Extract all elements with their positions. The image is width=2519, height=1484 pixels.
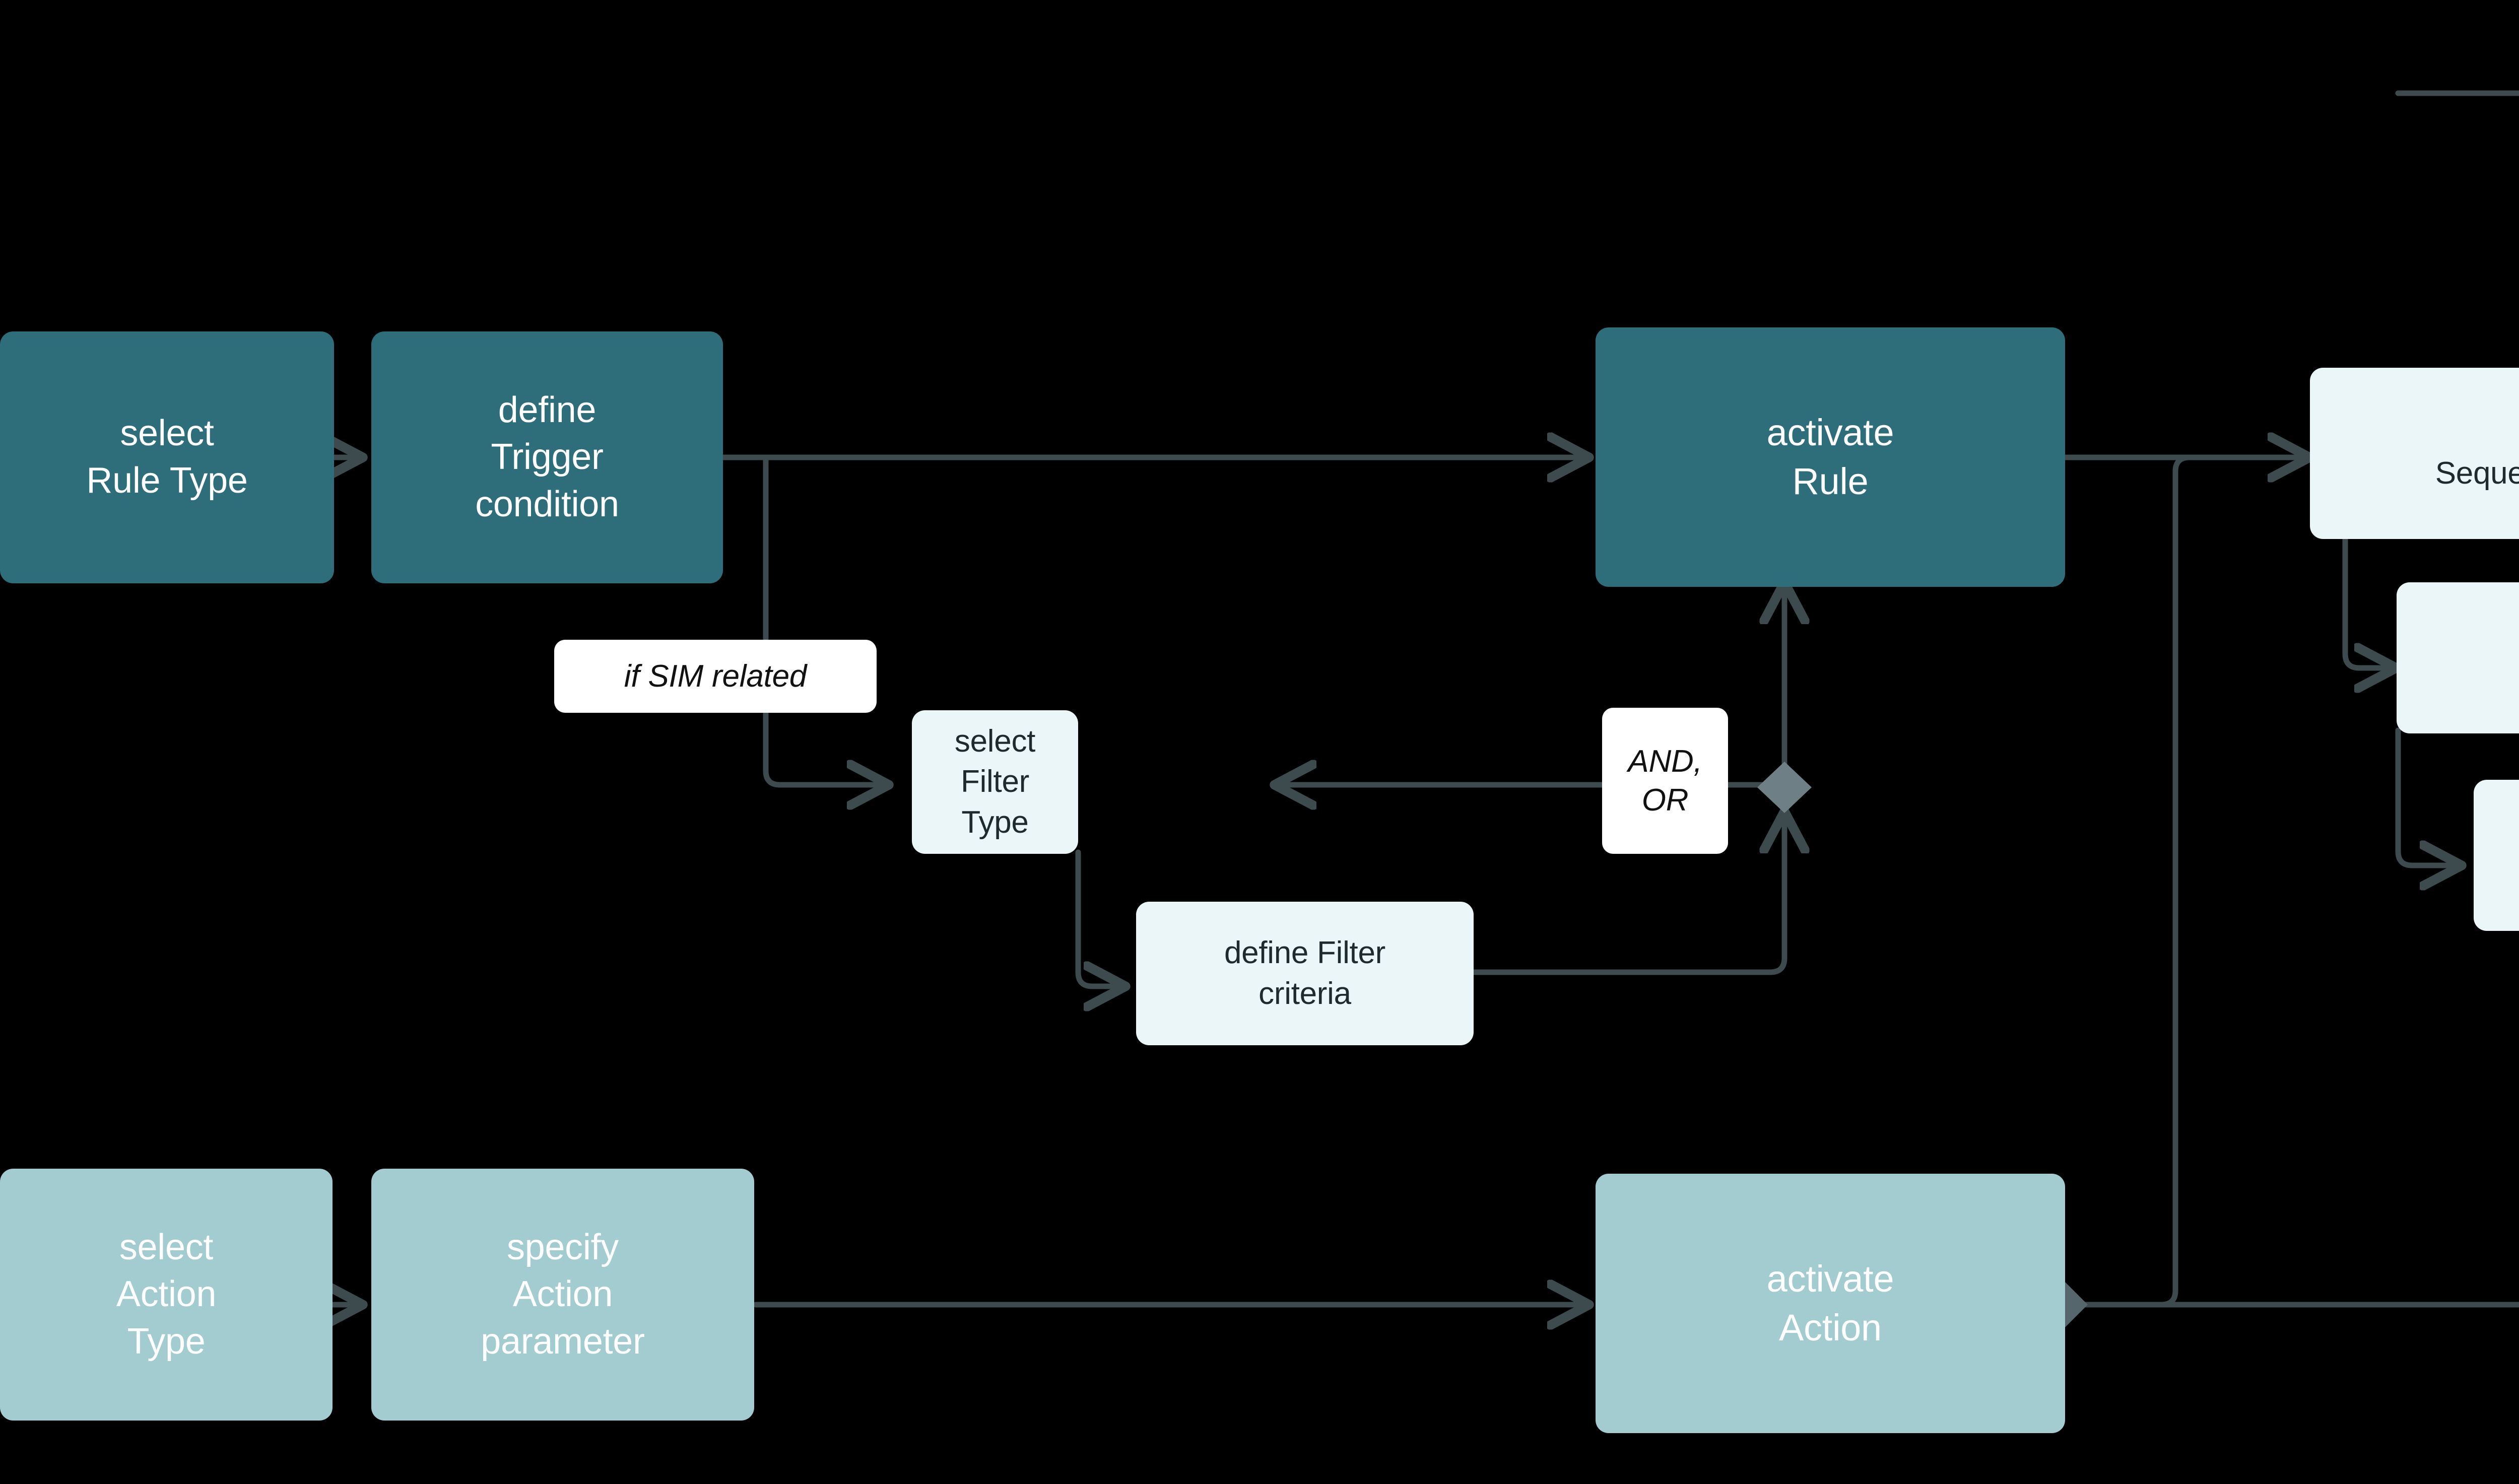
edge-label-and-or: AND, OR (1602, 708, 1728, 854)
node-activate-rule[interactable]: activate Rule (1596, 327, 2065, 587)
edge-activateaction-junction-to-setsequencenumber (2083, 454, 2310, 1308)
node-set-execution-type[interactable]: set Execution Type (2474, 780, 2519, 931)
node-activate-action[interactable]: activate Action (1596, 1174, 2065, 1433)
node-specify-action-parameter[interactable]: specify Action parameter (371, 1169, 754, 1421)
edge-setrepetitiontype-to-setexecutiontype (2395, 727, 2460, 865)
node-select-rule-type[interactable]: select Rule Type (0, 331, 334, 583)
node-select-filter-type[interactable]: select Filter Type (912, 710, 1078, 854)
node-define-filter-criteria[interactable]: define Filter criteria (1136, 902, 1474, 1045)
edge-label-if-sim-related: if SIM related (554, 640, 877, 713)
node-set-sequence-number[interactable]: set Sequence Number (2310, 368, 2519, 539)
edge-setsequencenumber-to-setrepetitiontype (2342, 533, 2394, 668)
edge-definefiltercriteria-to-andor-junction (1471, 814, 1784, 975)
edge-definetrigger-to-selectfiltertype (763, 454, 887, 785)
edge-selectfiltertype-to-definefiltercriteria (1075, 849, 1123, 986)
node-define-trigger-condition[interactable]: define Trigger condition (371, 331, 723, 583)
andor-junction-diamond (1757, 762, 1812, 813)
node-select-action-type[interactable]: select Action Type (0, 1169, 333, 1421)
node-set-repetition-type[interactable]: set Repetition Type (2397, 582, 2519, 733)
